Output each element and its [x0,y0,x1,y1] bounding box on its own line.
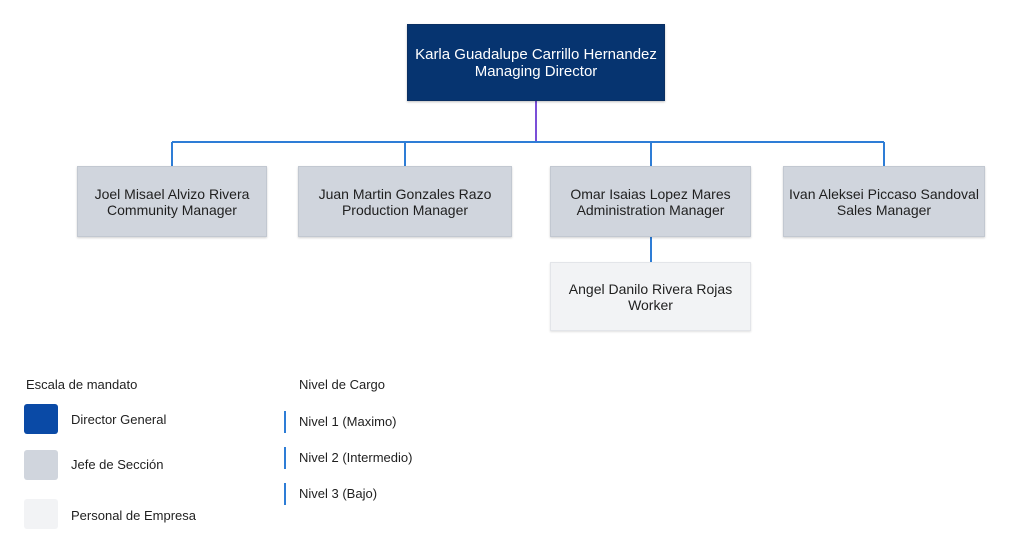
legend-label-director: Director General [71,412,167,427]
legend-mandate-title: Escala de mandato [26,377,138,392]
node-community-manager[interactable]: Joel Misael Alvizo Rivera Community Mana… [77,166,267,237]
node-name: Karla Guadalupe Carrillo Hernandez [415,45,657,63]
node-role: Worker [628,296,673,313]
node-name: Joel Misael Alvizo Rivera [94,185,250,202]
node-name: Angel Danilo Rivera Rojas [568,280,733,297]
legend-swatch-section-head [24,450,58,480]
node-name: Omar Isaias Lopez Mares [570,185,731,202]
node-role: Sales Manager [836,201,932,218]
node-worker[interactable]: Angel Danilo Rivera Rojas Worker [550,262,751,331]
legend-label-section-head: Jefe de Sección [71,457,164,472]
node-role: Administration Manager [576,201,725,218]
node-role: Community Manager [107,201,237,218]
node-managing-director[interactable]: Karla Guadalupe Carrillo Hernandez Manag… [407,24,665,101]
node-production-manager[interactable]: Juan Martin Gonzales Razo Production Man… [298,166,512,237]
legend-swatch-staff [24,499,58,529]
legend-level-title: Nivel de Cargo [299,377,385,392]
legend-level-1-marker [284,411,286,433]
node-name: Juan Martin Gonzales Razo [318,185,492,202]
legend-label-level-3: Nivel 3 (Bajo) [299,486,378,501]
legend-label-level-1: Nivel 1 (Maximo) [299,414,397,429]
node-name: Ivan Aleksei Piccaso Sandoval [789,185,979,202]
legend-label-level-2: Nivel 2 (Intermedio) [299,450,413,465]
legend-level-2-marker [284,447,286,469]
legend-swatch-director [24,404,58,434]
node-role: Production Manager [341,201,469,218]
legend-label-staff: Personal de Empresa [71,508,197,523]
node-administration-manager[interactable]: Omar Isaias Lopez Mares Administration M… [550,166,751,237]
node-role: Managing Director [474,62,598,80]
legend-level-3-marker [284,483,286,505]
node-sales-manager[interactable]: Ivan Aleksei Piccaso Sandoval Sales Mana… [783,166,985,237]
